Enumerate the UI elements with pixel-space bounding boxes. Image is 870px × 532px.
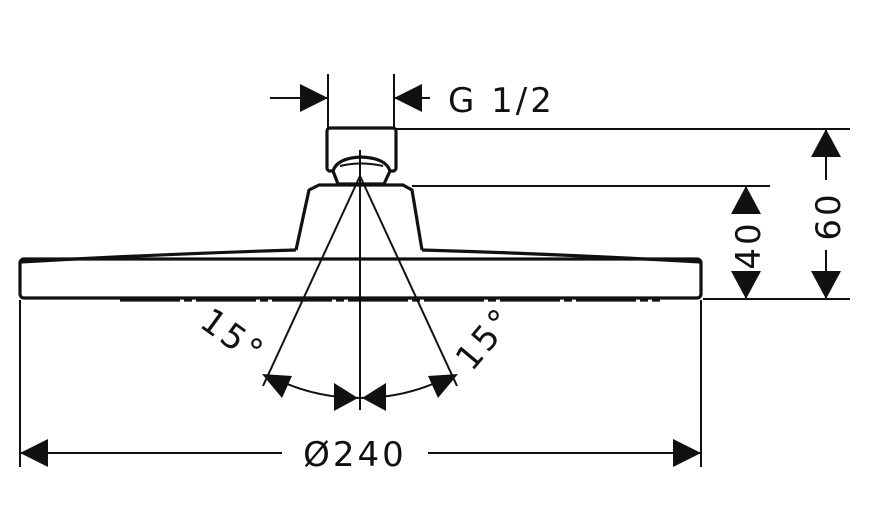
height-body-arrow-top bbox=[731, 186, 761, 214]
neck-flare bbox=[19, 248, 702, 264]
thread-size-label: G 1/2 bbox=[448, 81, 555, 121]
height-total-arrow-bottom bbox=[811, 271, 841, 299]
angle-arrow-left-inner bbox=[334, 383, 358, 411]
diameter-arrow-left bbox=[20, 439, 48, 467]
height-total-label: 60 bbox=[809, 191, 849, 240]
angle-arrow-left-outer bbox=[262, 374, 292, 398]
height-body-arrow-bottom bbox=[731, 271, 761, 299]
height-total-arrow-top bbox=[811, 129, 841, 157]
height-body-label: 40 bbox=[729, 220, 769, 269]
spray-ray-left bbox=[262, 175, 361, 387]
thread-arrow-right bbox=[394, 84, 422, 112]
angle-left-label: 15° bbox=[193, 301, 273, 374]
diameter-label: Ø240 bbox=[303, 435, 407, 475]
angle-right-label: 15° bbox=[448, 300, 523, 379]
angle-arrow-right-outer bbox=[428, 374, 458, 398]
spray-ray-right bbox=[359, 175, 458, 387]
diameter-arrow-right bbox=[673, 439, 701, 467]
angle-arrow-right-inner bbox=[362, 383, 386, 411]
dimension-arrows bbox=[20, 84, 841, 467]
spray-angle-arc bbox=[269, 375, 451, 400]
thread-arrow-left bbox=[300, 84, 328, 112]
shower-head-outline bbox=[18, 126, 703, 302]
